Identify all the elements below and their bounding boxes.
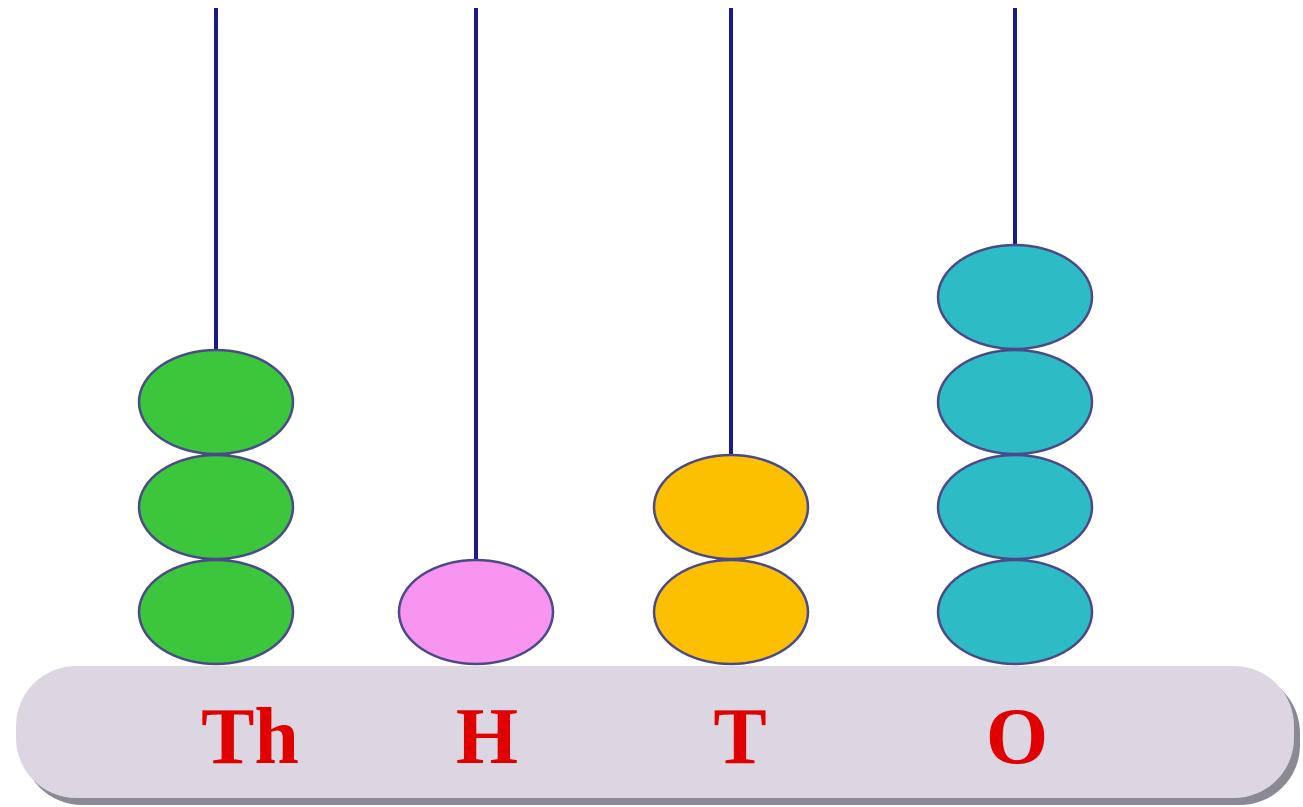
label-tens: T [713,693,766,781]
bead-ones [936,348,1094,456]
label-thousands: Th [201,693,299,781]
bead-ones [936,243,1094,351]
bead-thousands [137,348,295,456]
label-hundreds: H [456,693,518,781]
abacus-base [16,666,1300,805]
bead-tens [652,453,810,561]
beads [137,243,1094,666]
bead-tens [652,558,810,666]
place-value-labels: Th H T O [201,693,1048,781]
label-ones: O [986,693,1048,781]
rods [214,8,1017,564]
bead-hundreds [397,558,555,666]
bead-ones [936,558,1094,666]
base-bar [16,666,1294,798]
bead-thousands [137,453,295,561]
bead-ones [936,453,1094,561]
bead-thousands [137,558,295,666]
